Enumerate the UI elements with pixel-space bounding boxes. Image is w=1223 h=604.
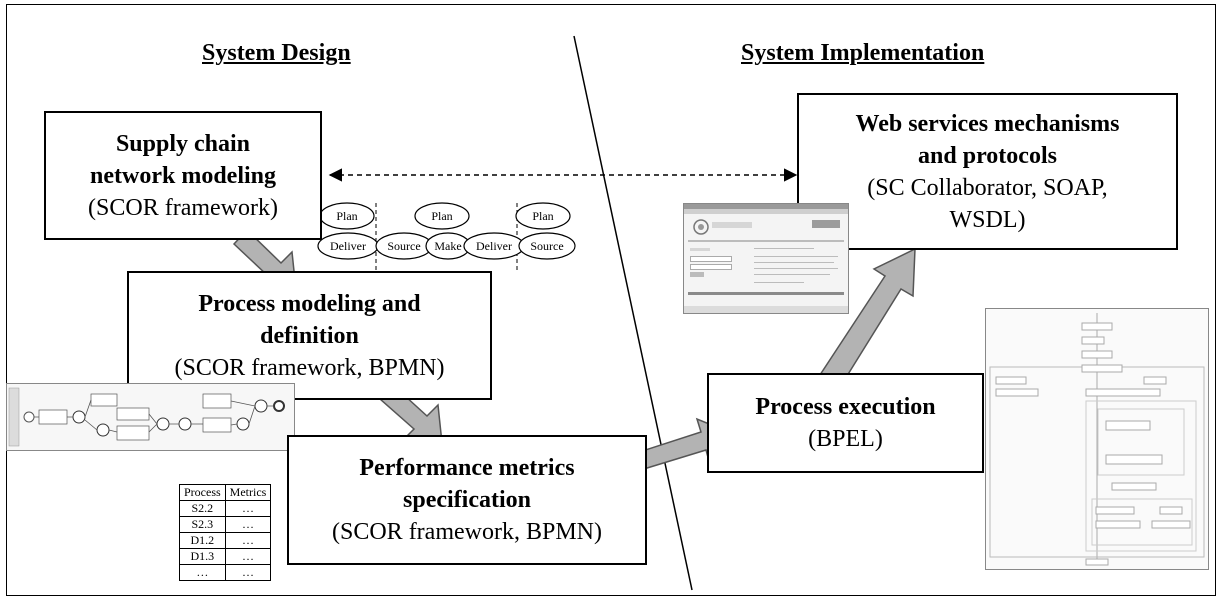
page-divider — [688, 240, 844, 242]
scor-source-label: Source — [387, 239, 420, 253]
browser-statusbar — [684, 306, 848, 313]
process-modeling-title: Process modeling and — [198, 290, 421, 317]
table-cell: … — [224, 564, 272, 581]
metrics-table-header: Metrics — [224, 484, 272, 501]
bpel-process-screenshot — [985, 308, 1209, 570]
table-cell: … — [179, 564, 226, 581]
sign-in-button-mock — [690, 272, 704, 277]
browser-toolbar — [684, 209, 848, 214]
web-services-title: Web services mechanisms — [855, 110, 1120, 137]
news-line — [754, 262, 834, 263]
table-cell: S2.3 — [179, 516, 226, 533]
metrics-table-header-row: Process Metrics — [179, 484, 272, 501]
table-cell: … — [224, 548, 272, 565]
table-cell: S2.2 — [179, 500, 226, 517]
table-cell: D1.2 — [179, 532, 226, 549]
supply-chain-modeling-box: Supply chain network modeling (SCOR fram… — [44, 111, 322, 240]
bpel-flow-graphic — [989, 313, 1205, 566]
bpmn-process-thumbnail — [6, 383, 295, 451]
table-cell: … — [224, 500, 272, 517]
performance-metrics-title-2: specification — [403, 487, 531, 513]
scor-plan-label: Plan — [431, 209, 452, 223]
news-line — [754, 256, 838, 257]
table-cell: … — [224, 532, 272, 549]
process-modeling-detail: (SCOR framework, BPMN) — [174, 354, 445, 381]
browser-titlebar — [684, 204, 848, 209]
metrics-table: Process Metrics S2.2 … S2.3 … D1.2 … D1.… — [179, 484, 272, 581]
collaborator-wordmark — [712, 222, 752, 228]
table-row: D1.2 … — [179, 532, 272, 549]
table-row: D1.3 … — [179, 548, 272, 565]
process-execution-box: Process execution (BPEL) — [707, 373, 984, 473]
scor-source-label: Source — [530, 239, 563, 253]
scor-deliver-label: Deliver — [476, 239, 512, 253]
page-footer-bar — [688, 292, 844, 295]
supply-chain-detail: (SCOR framework) — [88, 194, 278, 221]
sc-collaborator-screenshot — [683, 203, 849, 314]
news-line — [754, 282, 804, 283]
metrics-table-header: Process — [179, 484, 226, 501]
table-cell: … — [224, 516, 272, 533]
process-execution-title: Process execution — [755, 394, 936, 420]
news-line — [754, 274, 830, 275]
performance-metrics-title: Performance metrics — [359, 455, 575, 481]
scor-plan-node — [414, 202, 470, 230]
system-implementation-heading: System Implementation — [741, 40, 985, 66]
web-services-box: Web services mechanisms and protocols (S… — [797, 93, 1178, 250]
supply-chain-title: Supply chain — [115, 130, 251, 157]
process-modeling-box: Process modeling and definition (SCOR fr… — [127, 271, 492, 400]
password-input-mock — [690, 264, 732, 270]
username-input-mock — [690, 256, 732, 262]
process-execution-detail: (BPEL) — [808, 426, 883, 452]
system-design-heading: System Design — [202, 40, 351, 66]
scor-source-node — [518, 232, 576, 260]
scor-plan-node — [515, 202, 571, 230]
table-cell: D1.3 — [179, 548, 226, 565]
scor-plan-label: Plan — [336, 209, 357, 223]
scor-plan-label: Plan — [532, 209, 553, 223]
performance-metrics-box: Performance metrics specification (SCOR … — [287, 435, 647, 565]
table-row: S2.2 … — [179, 500, 272, 517]
page-header-button — [812, 220, 840, 228]
news-line — [754, 268, 838, 269]
collaborator-logo-icon — [693, 219, 709, 235]
scor-deliver-label: Deliver — [330, 239, 366, 253]
diagram-frame — [6, 4, 1216, 596]
design-implementation-divider — [573, 35, 693, 591]
bpmn-diagram-graphic — [8, 387, 285, 447]
web-services-detail: (SC Collaborator, SOAP, — [867, 174, 1108, 201]
table-row: S2.3 … — [179, 516, 272, 533]
web-services-title-2: and protocols — [918, 142, 1057, 169]
performance-metrics-detail: (SCOR framework, BPMN) — [332, 519, 602, 545]
news-line — [754, 248, 814, 249]
table-row: … … — [179, 564, 272, 581]
supply-chain-title-2: network modeling — [90, 162, 276, 189]
sign-in-heading — [690, 248, 710, 251]
scor-make-label: Make — [434, 239, 461, 253]
web-services-detail-2: WSDL) — [949, 206, 1026, 233]
process-modeling-title-2: definition — [260, 322, 359, 349]
